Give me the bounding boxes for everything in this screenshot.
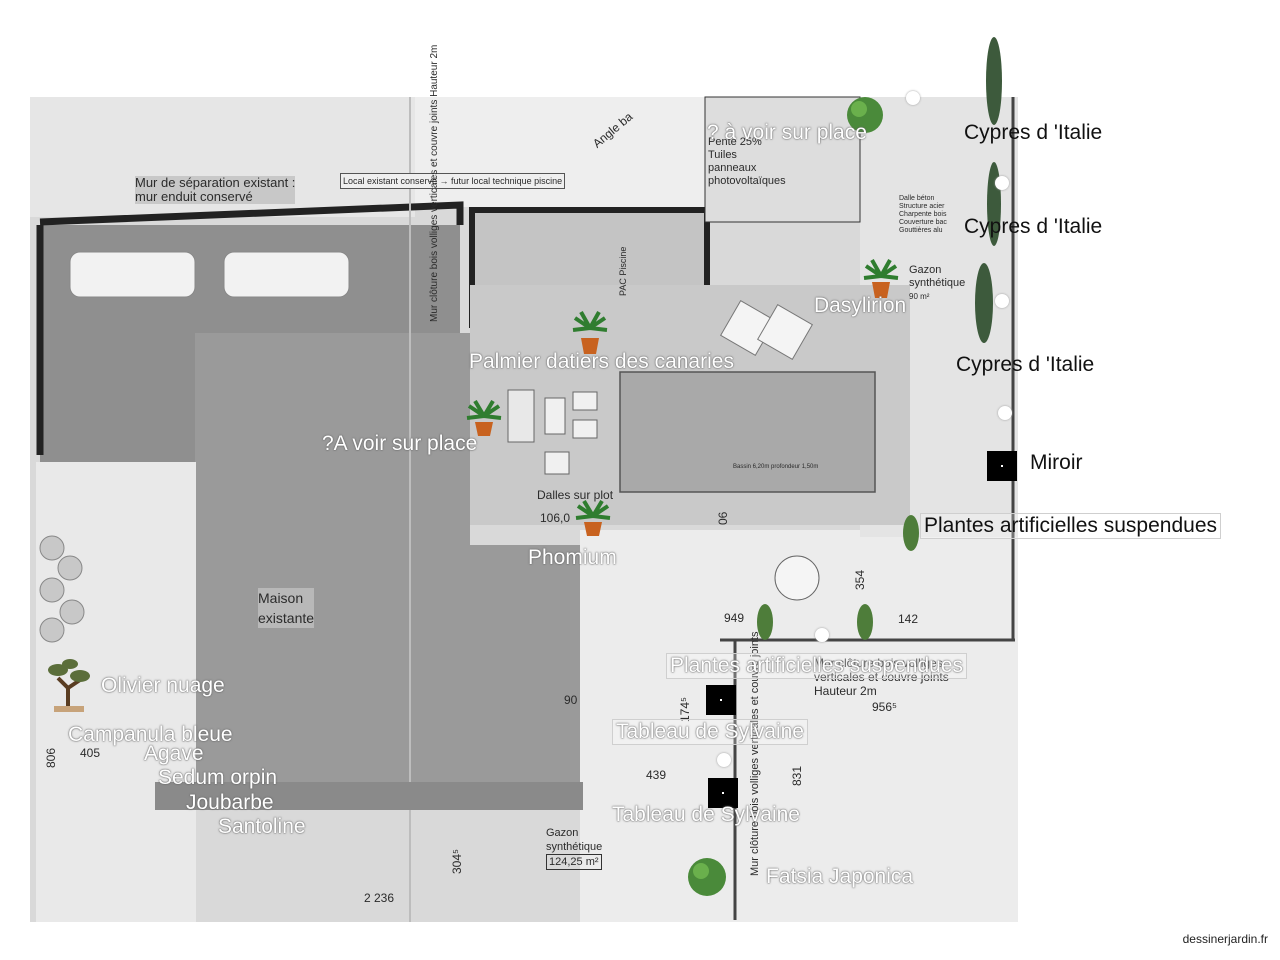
label-plantes-bottom: Plantes artificielles suspendues	[666, 653, 967, 679]
label-dasylirion: Dasylirion	[814, 294, 907, 317]
dimension: 949	[724, 611, 745, 625]
potted-palm-icon	[863, 259, 899, 298]
roof-structure	[704, 96, 861, 223]
label-cypres-2: Cypres d 'Italie	[964, 215, 1103, 238]
roof-label: Pente 25% Tuiles panneaux photovoltaïque…	[708, 136, 786, 187]
dimension: 439	[646, 768, 667, 782]
painting-marker	[708, 778, 738, 808]
label-campanula: Campanula bleue	[68, 723, 233, 746]
label-tableau-1: Tableau de Sylvaine	[612, 719, 808, 745]
pool	[619, 371, 876, 493]
dimension: 354	[853, 569, 867, 590]
hanging-plant-icon	[857, 604, 873, 640]
top-mid-paper	[415, 97, 715, 207]
car	[223, 251, 350, 298]
label-a-voir-left: ?A voir sur place	[322, 432, 478, 455]
dimension: 831	[790, 765, 804, 786]
label-joubarbe: Joubarbe	[186, 791, 274, 814]
label-miroir: Miroir	[1030, 451, 1083, 474]
label-cypres-3: Cypres d 'Italie	[956, 353, 1095, 376]
dimension: 2 236	[364, 891, 395, 905]
shrub	[39, 577, 65, 603]
marker-dot	[717, 753, 731, 767]
label-tableau-2: Tableau de Sylvaine	[612, 803, 800, 826]
label-santoline: Santoline	[218, 815, 306, 838]
label-a-voir-top: ? à voir sur place	[707, 121, 867, 144]
armchair	[572, 419, 598, 439]
sunbed	[756, 303, 814, 361]
maison-label: Maison existante	[258, 588, 315, 628]
wall-label: Mur de séparation existant : mur enduit …	[135, 175, 296, 204]
dimension: 806	[44, 747, 58, 768]
dalle-label: Dalle béton Structure acier Charpente bo…	[899, 195, 947, 234]
mirror-marker	[987, 451, 1017, 481]
level-label: 106,0	[540, 511, 571, 525]
shrub-icon	[847, 97, 883, 133]
dimension: 90	[564, 693, 578, 707]
label-phormium: Phomium	[528, 546, 617, 569]
shrub	[39, 617, 65, 643]
car	[69, 251, 196, 298]
armchair	[572, 391, 598, 411]
fence-bottom-label: Mur clôture bois volliges verticales et …	[814, 656, 949, 698]
shrub	[39, 535, 65, 561]
label-sedum: Sedum orpin	[158, 766, 278, 789]
local-label: Local existant conservé → futur local te…	[340, 173, 566, 189]
marker-dot	[995, 294, 1009, 308]
potted-palm-icon	[572, 311, 608, 354]
dimension: 06	[716, 511, 730, 525]
pac-label: PAC Piscine	[618, 246, 628, 296]
dimension: 405	[80, 746, 101, 760]
label-plantes-right: Plantes artificielles suspendues	[920, 513, 1221, 539]
marker-dot	[815, 628, 829, 642]
gazon-top-label: Gazon synthétique 90 m²	[909, 264, 966, 301]
potted-palm-icon	[466, 400, 502, 436]
shrub	[59, 599, 85, 625]
coffee-table	[544, 397, 566, 435]
shrub-icon	[688, 858, 726, 896]
label-fatsia: Fatsia Japonica	[766, 865, 914, 888]
house-border	[155, 782, 583, 810]
house-overlay	[155, 333, 580, 810]
gazon-bottom-label: Gazon synthétique 124,25 m²	[546, 827, 603, 870]
dimension: 956⁵	[872, 700, 897, 714]
sofa	[507, 389, 535, 443]
label-palmier: Palmier datiers des canaries	[469, 350, 734, 373]
shrub	[57, 555, 83, 581]
hanging-plant-icon	[757, 604, 773, 640]
fence-vertical-label: Mur clôture bois volliges verticales et …	[429, 44, 440, 322]
separation-wall	[39, 201, 464, 226]
dining-table	[774, 555, 820, 601]
footer-credit: dessinerjardin.fr	[1182, 932, 1268, 946]
armchair	[544, 451, 570, 475]
cypress-icon	[975, 263, 993, 343]
olive-tree-icon	[48, 659, 90, 712]
marker-dot	[995, 176, 1009, 190]
dalles-plot-label: Dalles sur plot	[537, 488, 614, 502]
dimension: 304⁵	[450, 849, 464, 874]
left-garden-bed	[36, 462, 196, 922]
pool-dim-label: Bassin 6,20m profondeur 1,50m	[733, 464, 819, 470]
painting-marker	[706, 685, 736, 715]
cypress-icon	[986, 37, 1002, 125]
label-agave: Agave	[144, 742, 204, 765]
marker-dot	[998, 406, 1012, 420]
marker-dot	[906, 91, 920, 105]
dimension: 142	[898, 612, 919, 626]
label-olivier: Olivier nuage	[101, 674, 225, 697]
hanging-plant-icon	[903, 515, 919, 551]
potted-palm-icon	[575, 500, 611, 536]
label-cypres-1: Cypres d 'Italie	[964, 121, 1103, 144]
